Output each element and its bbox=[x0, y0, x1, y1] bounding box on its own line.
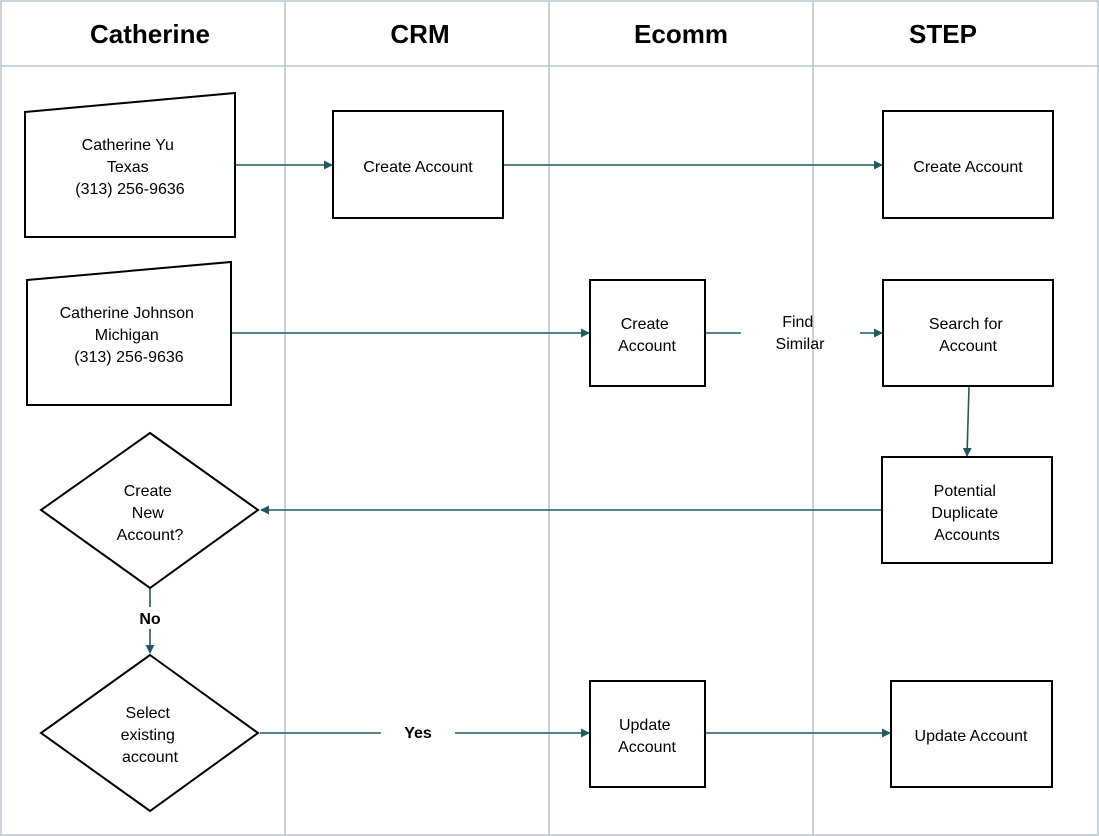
lane-title-crm: CRM bbox=[390, 19, 449, 49]
step-potential-duplicates-box: Potential Duplicate Accounts bbox=[881, 456, 1053, 564]
decision-create-new-account: Create New Account? bbox=[39, 431, 260, 590]
node-text-line: Search for bbox=[929, 316, 1003, 333]
node-text-line: Texas bbox=[107, 159, 149, 176]
edge-label-find-similar: Find Similar bbox=[776, 314, 826, 353]
node-text-line: existing bbox=[121, 727, 175, 744]
svg-text:Search for Account: Search for Account bbox=[929, 316, 1007, 355]
node-text-line: Create bbox=[124, 483, 172, 500]
ecomm-create-account-box: Create Account bbox=[589, 279, 706, 387]
step-update-account-box: Update Account bbox=[890, 680, 1053, 788]
svg-text:Create Account: Create Account bbox=[913, 159, 1023, 176]
crm-create-account-box: Create Account bbox=[332, 110, 504, 219]
node-text-line: Accounts bbox=[934, 527, 1000, 544]
node-text-line: Catherine Johnson bbox=[60, 305, 194, 322]
node-text-line: Catherine Yu bbox=[82, 137, 174, 154]
node-text-line: Account bbox=[939, 338, 997, 355]
edge-label-yes: Yes bbox=[404, 725, 432, 742]
manual-input-catherine-johnson: Catherine Johnson Michigan (313) 256-963… bbox=[26, 260, 232, 406]
node-text-line: New bbox=[132, 505, 164, 522]
svg-text:Catherine Yu Texas: Catherine Yu Texas (313) 256-9636 bbox=[75, 137, 185, 198]
node-text-line: Michigan bbox=[95, 327, 159, 344]
edge-search-to-duplicates bbox=[962, 386, 972, 457]
node-text-line: Update bbox=[619, 717, 671, 734]
svg-text:Select existing ac: Select existing account bbox=[121, 705, 180, 766]
svg-text:Potential Duplicate: Potential Duplicate Accounts bbox=[931, 483, 1002, 544]
lane-title-catherine: Catherine bbox=[90, 19, 210, 49]
node-text-line: Create bbox=[621, 316, 669, 333]
svg-text:Create Account: Create Account bbox=[363, 159, 473, 176]
step-create-account-box: Create Account bbox=[882, 110, 1054, 219]
svg-text:Catherine Johnson Michig: Catherine Johnson Michigan (313) 256-963… bbox=[60, 305, 199, 366]
decision-select-existing-account: Select existing account bbox=[39, 653, 260, 813]
node-text-line: Account? bbox=[117, 527, 184, 544]
lane-title-step: STEP bbox=[909, 19, 977, 49]
ecomm-update-account-box: Update Account bbox=[589, 680, 706, 788]
step-search-account-box: Search for Account bbox=[882, 279, 1054, 387]
svg-text:Create New Account: Create New Account? bbox=[117, 483, 184, 544]
node-text-line: account bbox=[122, 749, 179, 766]
svg-text:Update Account: Update Account bbox=[618, 717, 676, 756]
edge-label-no: No bbox=[139, 611, 161, 628]
svg-text:Update Account: Update Account bbox=[915, 728, 1029, 745]
node-text-line: Potential bbox=[934, 483, 996, 500]
svg-text:Create Account: Create Account bbox=[618, 316, 676, 355]
node-text-line: (313) 256-9636 bbox=[75, 181, 185, 198]
node-text-line: Select bbox=[126, 705, 171, 722]
manual-input-catherine-yu: Catherine Yu Texas (313) 256-9636 bbox=[24, 91, 236, 238]
node-text-line: (313) 256-9636 bbox=[74, 349, 184, 366]
lane-title-ecomm: Ecomm bbox=[634, 19, 728, 49]
node-text-line: Account bbox=[618, 739, 676, 756]
node-text-line: Duplicate bbox=[931, 505, 998, 522]
node-text-line: Account bbox=[618, 338, 676, 355]
